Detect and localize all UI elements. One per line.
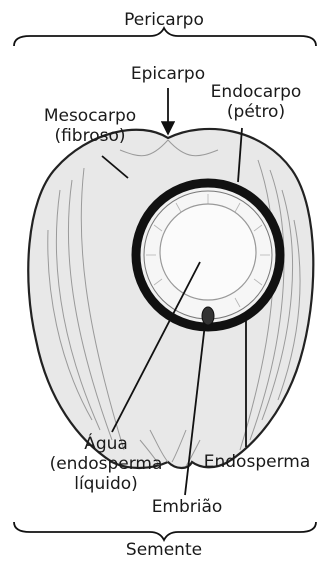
label-mesocarpo-line2: (fibroso) bbox=[38, 126, 142, 146]
label-epicarpo: Epicarpo bbox=[116, 64, 220, 84]
label-endocarpo-line1: Endocarpo bbox=[204, 82, 308, 102]
label-endocarpo: Endocarpo (pétro) bbox=[204, 82, 308, 122]
label-mesocarpo-line1: Mesocarpo bbox=[38, 106, 142, 126]
pericarpo-brace bbox=[14, 28, 316, 46]
embriao-mark bbox=[202, 307, 214, 325]
label-agua: Água (endosperma líquido) bbox=[42, 434, 170, 494]
label-endosperma: Endosperma bbox=[198, 452, 316, 472]
label-mesocarpo: Mesocarpo (fibroso) bbox=[38, 106, 142, 146]
label-embriao: Embrião bbox=[140, 497, 234, 517]
agua-cavity bbox=[160, 204, 256, 300]
label-endocarpo-line2: (pétro) bbox=[204, 102, 308, 122]
label-agua-line1: Água bbox=[42, 434, 170, 454]
label-pericarpo: Pericarpo bbox=[114, 10, 214, 30]
semente-brace bbox=[14, 522, 316, 540]
label-agua-line3: líquido) bbox=[42, 474, 170, 494]
label-agua-line2: (endosperma bbox=[42, 454, 170, 474]
label-semente: Semente bbox=[112, 540, 216, 560]
